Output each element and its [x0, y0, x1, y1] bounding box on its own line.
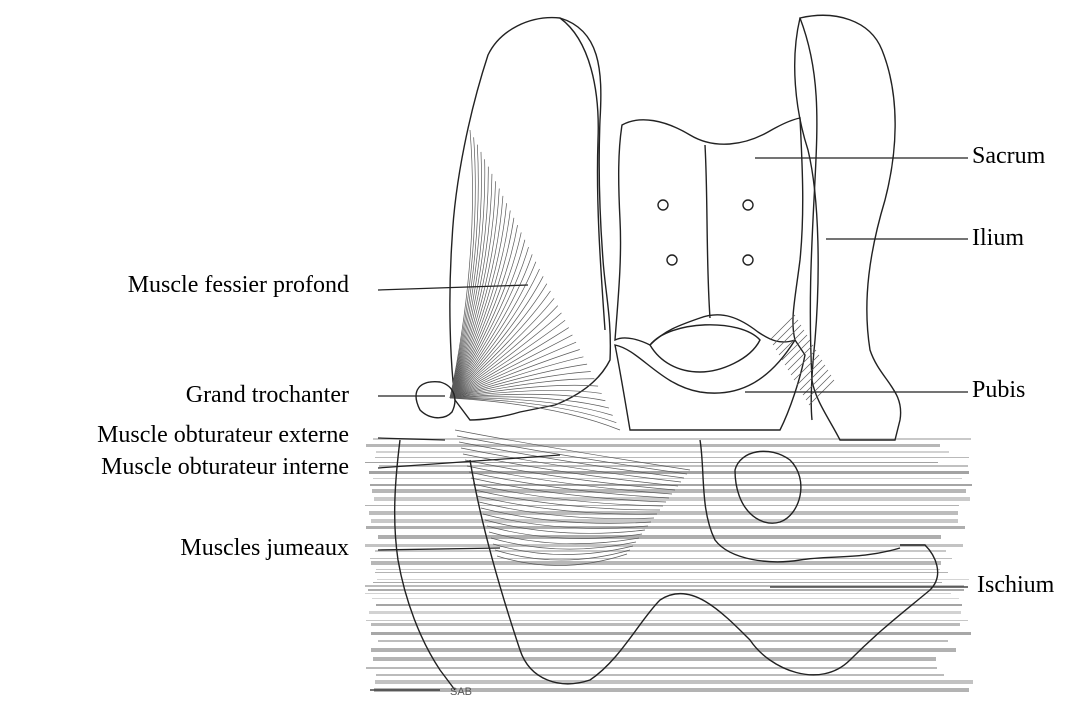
muscle-fibre	[463, 454, 678, 486]
scan-band	[377, 579, 969, 580]
scan-band	[373, 478, 962, 479]
scan-band	[378, 640, 948, 642]
scan-band	[372, 598, 959, 599]
muscle-fibre	[794, 355, 819, 380]
muscle-fibre	[450, 130, 473, 398]
sacral-foramen-3	[667, 255, 677, 265]
label-fessier: Muscle fessier profond	[128, 272, 349, 298]
muscle-fibre	[455, 430, 690, 470]
label-jumeaux: Muscles jumeaux	[180, 535, 349, 561]
scan-band	[366, 620, 968, 621]
muscle-fibre	[770, 315, 795, 340]
scan-band	[365, 593, 951, 594]
scan-band	[365, 544, 963, 547]
label-ilium: Ilium	[972, 225, 1024, 251]
sacral-foramen-4	[743, 255, 753, 265]
scan-band	[375, 680, 973, 684]
scan-band	[371, 561, 941, 565]
scan-band	[374, 497, 970, 501]
scan-band	[371, 632, 971, 635]
scan-band	[371, 623, 960, 626]
muscle-fibre	[473, 484, 663, 506]
right-ilium-wing	[800, 15, 901, 440]
label-trochanter: Grand trochanter	[186, 382, 349, 408]
muscle-fibre	[450, 398, 620, 430]
scan-band	[378, 535, 941, 539]
label-sacrum: Sacrum	[972, 143, 1045, 169]
scan-band	[369, 611, 961, 614]
label-obt-int: Muscle obturateur interne	[101, 454, 349, 480]
scan-band	[375, 457, 969, 458]
scan-band	[376, 604, 962, 606]
scan-band	[366, 667, 937, 669]
scan-band	[371, 519, 958, 523]
left-ilium-wing	[450, 18, 610, 420]
scan-band	[371, 648, 956, 652]
muscle-fibre	[776, 325, 801, 350]
scan-band	[376, 674, 944, 676]
scan-band	[370, 558, 952, 559]
sacrum-midline	[705, 145, 710, 318]
scan-band	[375, 550, 946, 552]
scan-band	[368, 589, 964, 591]
scan-band	[366, 444, 940, 447]
muscle-fibre	[450, 137, 475, 398]
scan-band	[373, 582, 942, 583]
scan-band	[376, 569, 940, 570]
pubis-bone	[615, 340, 805, 430]
muscle-fibre	[806, 375, 831, 400]
greater-trochanter	[416, 382, 455, 418]
signature: SAB	[450, 686, 472, 697]
fessier-leader	[378, 285, 528, 290]
label-obt-ext: Muscle obturateur externe	[97, 422, 349, 448]
scan-band	[369, 511, 958, 515]
scan-band	[375, 572, 948, 573]
sacral-foramen-1	[658, 200, 668, 210]
scan-band	[376, 451, 949, 453]
label-pubis: Pubis	[972, 377, 1025, 403]
muscle-fibre	[450, 398, 616, 423]
label-ischium: Ischium	[977, 572, 1054, 598]
scan-band	[366, 526, 965, 529]
muscle-fibre	[457, 436, 687, 474]
sacral-foramen-2	[743, 200, 753, 210]
